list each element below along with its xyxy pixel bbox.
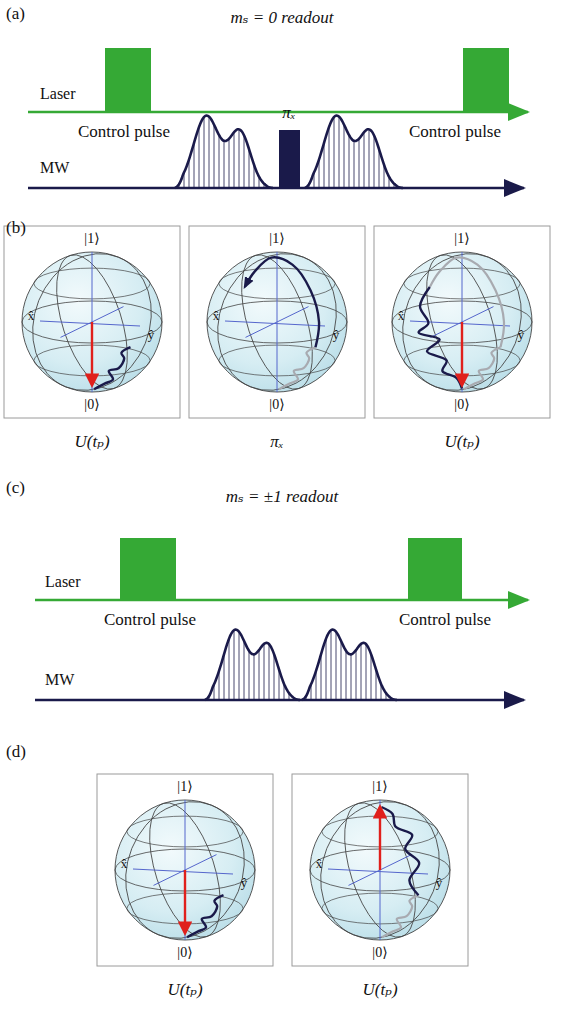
axis-label: |0⟩: [372, 945, 387, 960]
pulse-label: πₓ: [282, 104, 295, 123]
axis-label: |1⟩: [454, 231, 469, 246]
axis-label: |0⟩: [269, 397, 284, 412]
axis-label: |0⟩: [454, 397, 469, 412]
axis-label: |0⟩: [177, 945, 192, 960]
axis-label: ŷ: [333, 328, 340, 342]
bloch-sphere: [4, 226, 180, 418]
bloch-sphere: [189, 226, 365, 418]
panel-letter: (d): [6, 743, 26, 762]
pulse-label: Control pulse: [104, 611, 196, 630]
axis-label: x̂: [213, 309, 220, 323]
operation-label: U(tₚ): [167, 981, 202, 1000]
axis-label: |1⟩: [177, 779, 192, 794]
bloch-sphere: [374, 226, 550, 418]
channel-name: Laser: [40, 85, 76, 103]
panel-letter: (c): [6, 479, 25, 498]
channel-name: Laser: [45, 573, 81, 591]
pulse-label: Control pulse: [399, 611, 491, 630]
axis-label: ŷ: [436, 876, 443, 890]
laser-pulse: [105, 48, 151, 112]
axis-label: x̂: [121, 857, 128, 871]
axis-label: ŷ: [518, 328, 525, 342]
laser-pulse: [120, 538, 176, 600]
panel-title: mₛ = ±1 readout: [226, 488, 338, 507]
channel-name: MW: [40, 159, 69, 177]
axis-label: |0⟩: [84, 397, 99, 412]
pulse-label: Control pulse: [78, 123, 170, 142]
channel-name: MW: [45, 671, 74, 689]
mw-axis: [28, 187, 524, 190]
laser-pulse: [463, 48, 509, 112]
axis-label: x̂: [398, 309, 405, 323]
axis-label: x̂: [28, 309, 35, 323]
control-pulse: [302, 630, 397, 700]
panel-letter: (b): [6, 219, 26, 238]
axis-label: |1⟩: [84, 231, 99, 246]
axis-label: |1⟩: [269, 231, 284, 246]
control-pulse: [305, 116, 403, 188]
pi-pulse: [279, 130, 300, 188]
axis-label: ŷ: [148, 328, 155, 342]
panel-title: mₛ = 0 readout: [231, 9, 334, 28]
axis-label: |1⟩: [372, 779, 387, 794]
axis-label: x̂: [316, 857, 323, 871]
operation-label: πₓ: [270, 433, 283, 452]
control-pulse: [175, 116, 273, 188]
laser-pulse: [408, 538, 462, 600]
operation-label: U(tₚ): [444, 433, 479, 452]
bloch-sphere: [292, 774, 468, 966]
operation-label: U(tₚ): [362, 981, 397, 1000]
bloch-sphere: [97, 774, 273, 966]
mw-axis: [35, 699, 524, 702]
axis-label: ŷ: [241, 876, 248, 890]
pulse-label: Control pulse: [409, 123, 501, 142]
operation-label: U(tₚ): [74, 433, 109, 452]
laser-axis: [28, 111, 528, 114]
panel-letter: (a): [6, 5, 25, 24]
control-pulse: [205, 630, 300, 700]
